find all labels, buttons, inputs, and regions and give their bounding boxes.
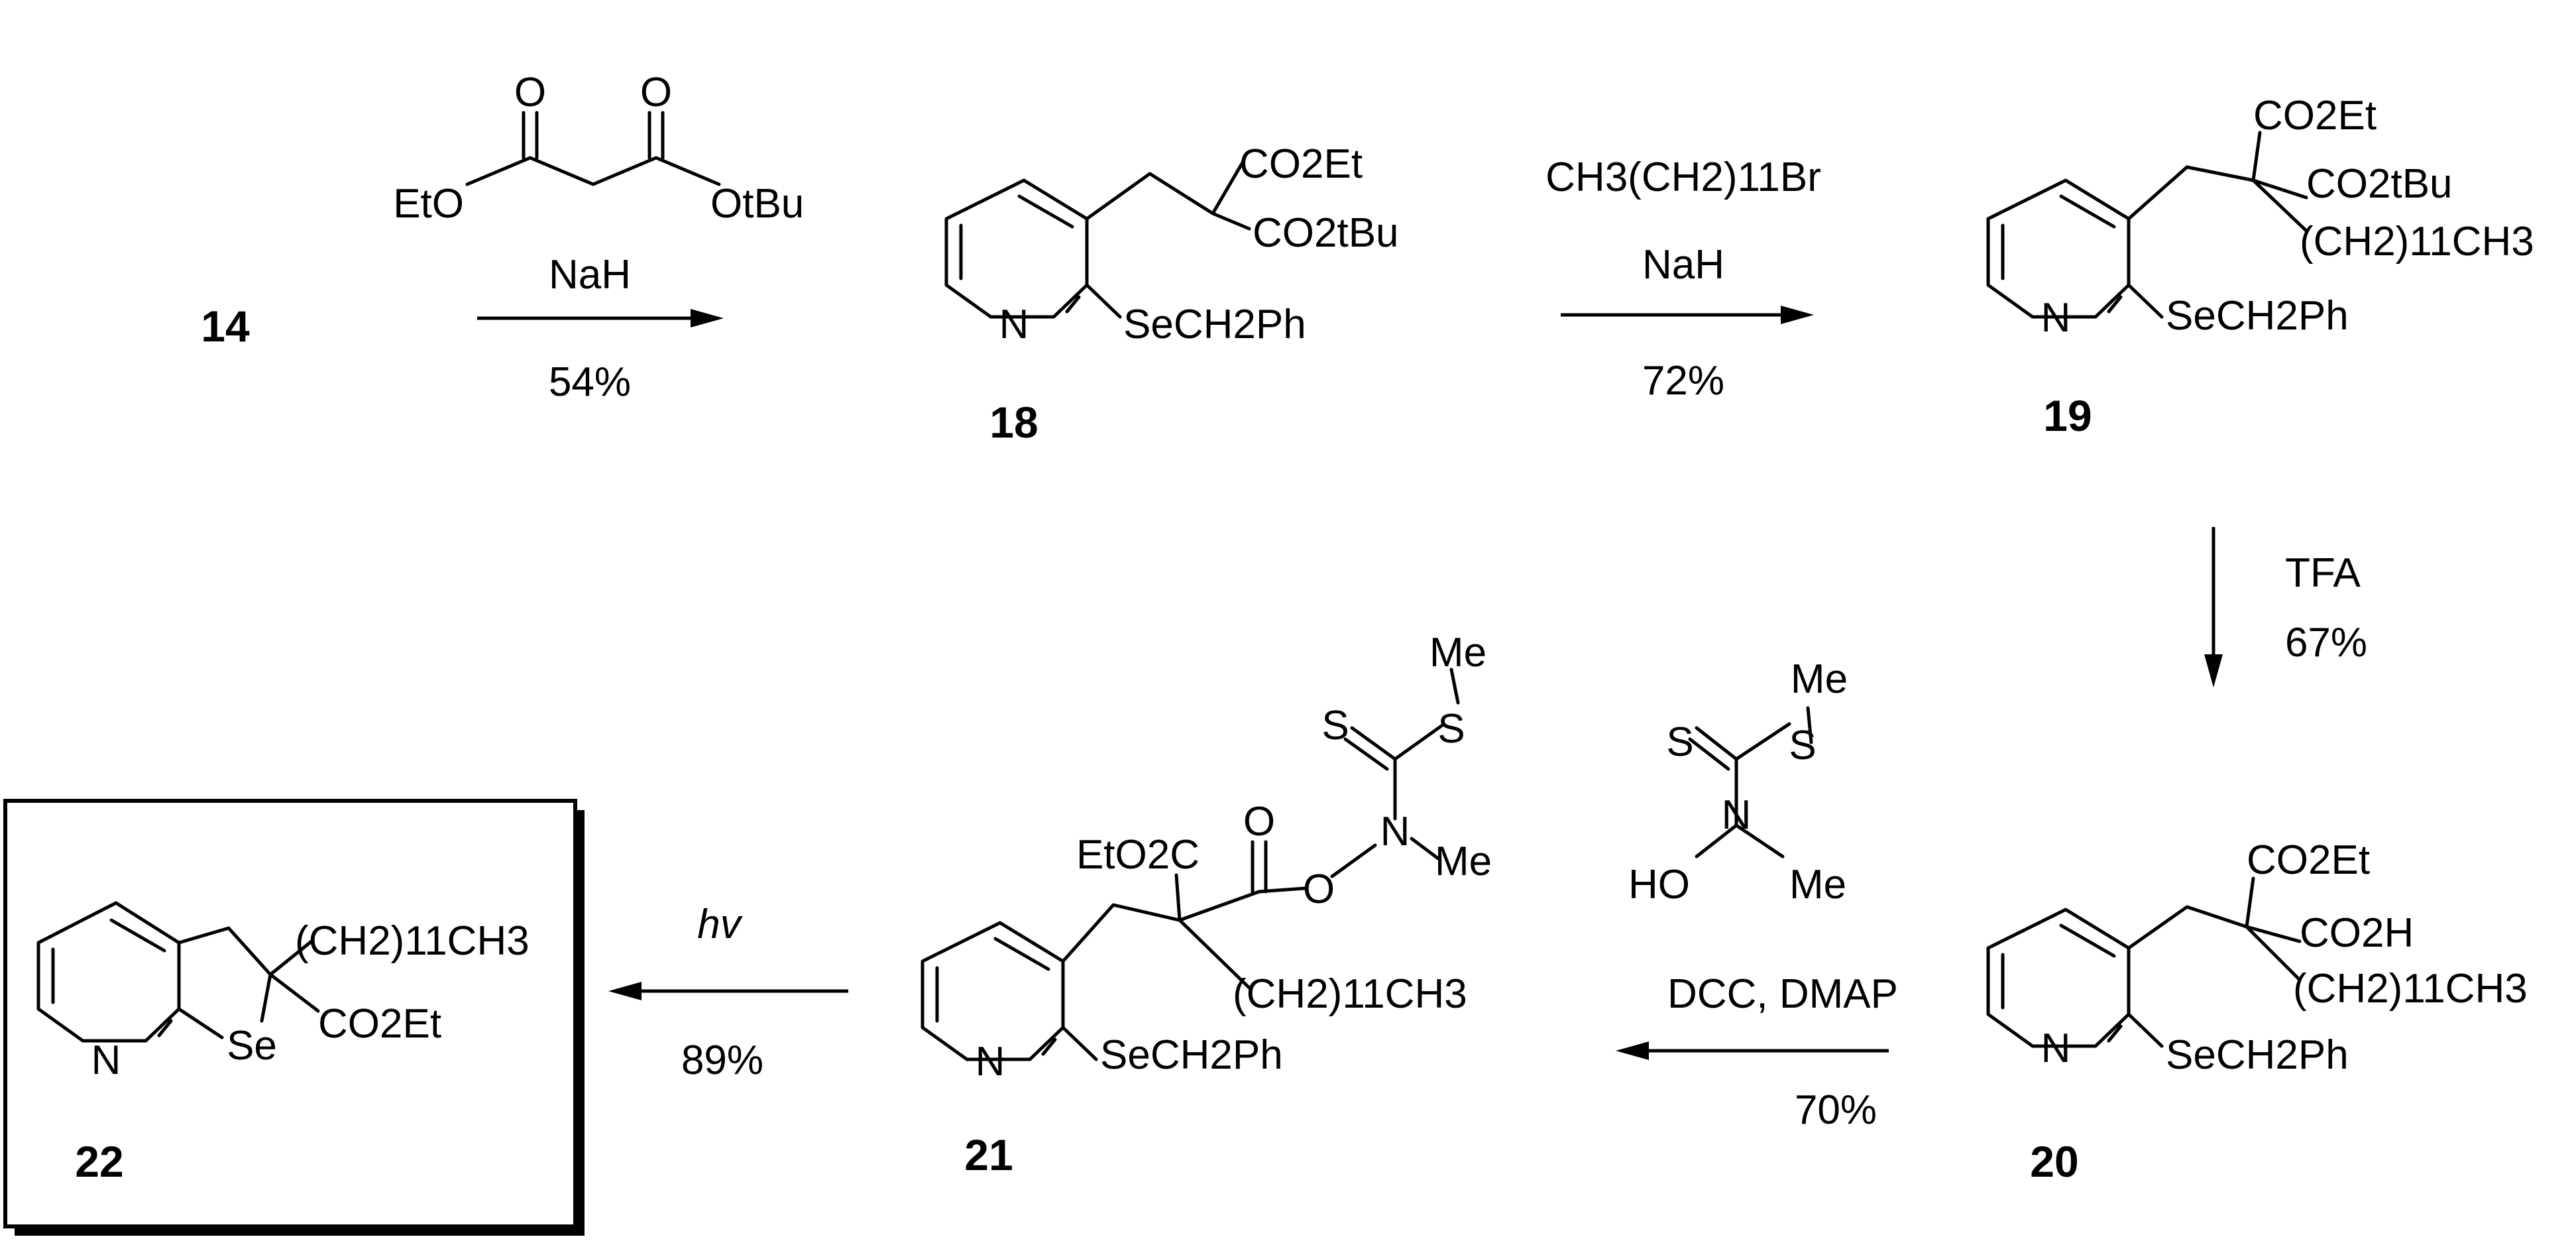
compound-18-label: 18 — [989, 398, 1038, 447]
step3-reagent: TFA — [2285, 550, 2361, 596]
compound-19-se: SeCH2Ph — [2166, 293, 2349, 339]
step1-arrow — [477, 309, 724, 327]
compound-20-co2et: CO2Et — [2247, 837, 2370, 883]
compound-18-structure: N CO2Et CO2tBu SeCH2Ph — [944, 141, 1399, 347]
malonate-o2: O — [640, 70, 672, 115]
step2-arrow — [1561, 306, 1814, 324]
reagent-ho: HO — [1628, 862, 1690, 908]
reagent-n: N — [1722, 792, 1752, 838]
step5-yield: 89% — [681, 1037, 763, 1083]
compound-21-eto2c: EtO2C — [1076, 832, 1200, 878]
malonate-otbu: OtBu — [710, 181, 804, 227]
compound-18-co2tbu: CO2tBu — [1253, 210, 1399, 256]
compound-20-co2h: CO2H — [2300, 910, 2414, 956]
step2-reagent: NaH — [1642, 242, 1724, 288]
step1-reagent: NaH — [549, 252, 631, 298]
step1-reagent-malonate: O O EtO OtBu — [393, 70, 804, 227]
compound-21-s-thione: S — [1321, 703, 1349, 748]
compound-20-label: 20 — [2030, 1137, 2078, 1186]
reagent-s-thione: S — [1666, 719, 1693, 765]
product-box — [3, 799, 585, 1236]
compound-21-structure: N EtO2C O O N Me S S Me (CH2)11CH3 SeCH2… — [921, 630, 1492, 1085]
compound-22-label: 22 — [75, 1137, 123, 1186]
step3-yield: 67% — [2285, 620, 2367, 666]
step4-reagent-thiocarbamate: Me S S N HO Me — [1628, 656, 1848, 908]
compound-20-structure: N CO2Et CO2H (CH2)11CH3 SeCH2Ph — [1986, 837, 2528, 1078]
compound-21-o-carbonyl: O — [1243, 799, 1275, 845]
compound-22-structure: N Se (CH2)11CH3 CO2Et — [36, 901, 530, 1083]
compound-21-s-me: S — [1437, 706, 1465, 752]
compound-22-se: Se — [227, 1023, 277, 1069]
compound-19-co2tbu: CO2tBu — [2306, 161, 2453, 207]
compound-18-se: SeCH2Ph — [1123, 302, 1306, 347]
compound-21-chain: (CH2)11CH3 — [1233, 971, 1467, 1017]
malonate-o1: O — [514, 70, 546, 115]
compound-19-structure: N CO2Et CO2tBu (CH2)11CH3 SeCH2Ph — [1986, 93, 2534, 341]
compound-21-n: N — [1380, 809, 1410, 855]
compound-22-n: N — [91, 1037, 121, 1083]
compound-21-o-ester: O — [1303, 866, 1335, 912]
compound-21-label: 21 — [964, 1130, 1013, 1179]
step4-arrow — [1616, 1041, 1889, 1060]
step4-yield: 70% — [1795, 1087, 1877, 1133]
compound-18-co2et: CO2Et — [1239, 141, 1363, 187]
malonate-eto: EtO — [393, 181, 464, 227]
step4-reagent: DCC, DMAP — [1667, 971, 1898, 1017]
step2-yield: 72% — [1642, 358, 1724, 404]
step1-yield: 54% — [549, 359, 631, 405]
reagent-s-me: S — [1789, 723, 1816, 768]
step2-reagent-top: CH3(CH2)11Br — [1545, 154, 1821, 200]
compound-22-chain: (CH2)11CH3 — [295, 918, 530, 964]
compound-19-co2et: CO2Et — [2253, 93, 2377, 139]
compound-21-me-s: Me — [1429, 630, 1486, 676]
compound-19-chain: (CH2)11CH3 — [2300, 219, 2534, 265]
compound-20-se: SeCH2Ph — [2166, 1032, 2349, 1078]
compound-19-label: 19 — [2043, 391, 2092, 440]
compound-18-n: N — [999, 302, 1029, 347]
compound-20-n: N — [2041, 1026, 2071, 1071]
compound-20-chain: (CH2)11CH3 — [2293, 966, 2528, 1012]
compound-21-n-py: N — [976, 1039, 1005, 1085]
compound-21-me-n: Me — [1435, 839, 1492, 884]
compound-22-co2et: CO2Et — [318, 1001, 441, 1047]
compound-14-label: 14 — [201, 302, 250, 351]
step5-reagent: hv — [697, 902, 742, 947]
reagent-me-n: Me — [1789, 862, 1846, 908]
step3-arrow — [2204, 527, 2223, 687]
reagent-me-s: Me — [1791, 656, 1848, 702]
step5-arrow — [608, 982, 848, 1000]
compound-19-n: N — [2041, 295, 2071, 341]
compound-21-se: SeCH2Ph — [1100, 1032, 1283, 1078]
